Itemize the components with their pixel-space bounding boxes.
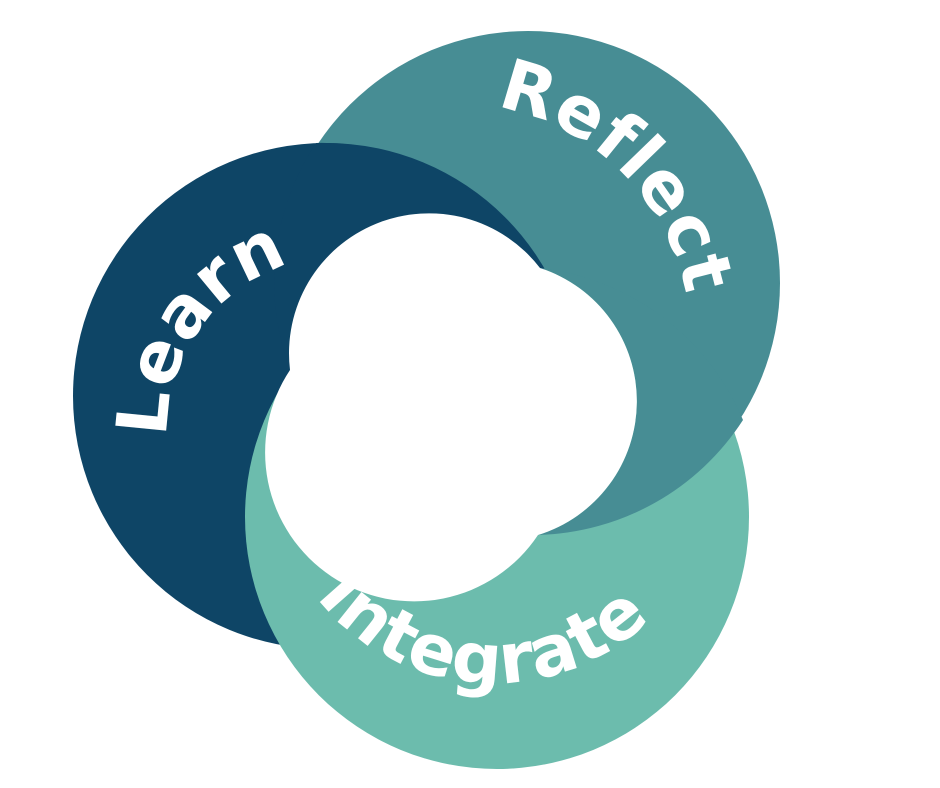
learn-overlap-segment <box>274 142 540 370</box>
center-hole <box>265 213 637 602</box>
reflect-overlap-segment <box>538 268 743 535</box>
